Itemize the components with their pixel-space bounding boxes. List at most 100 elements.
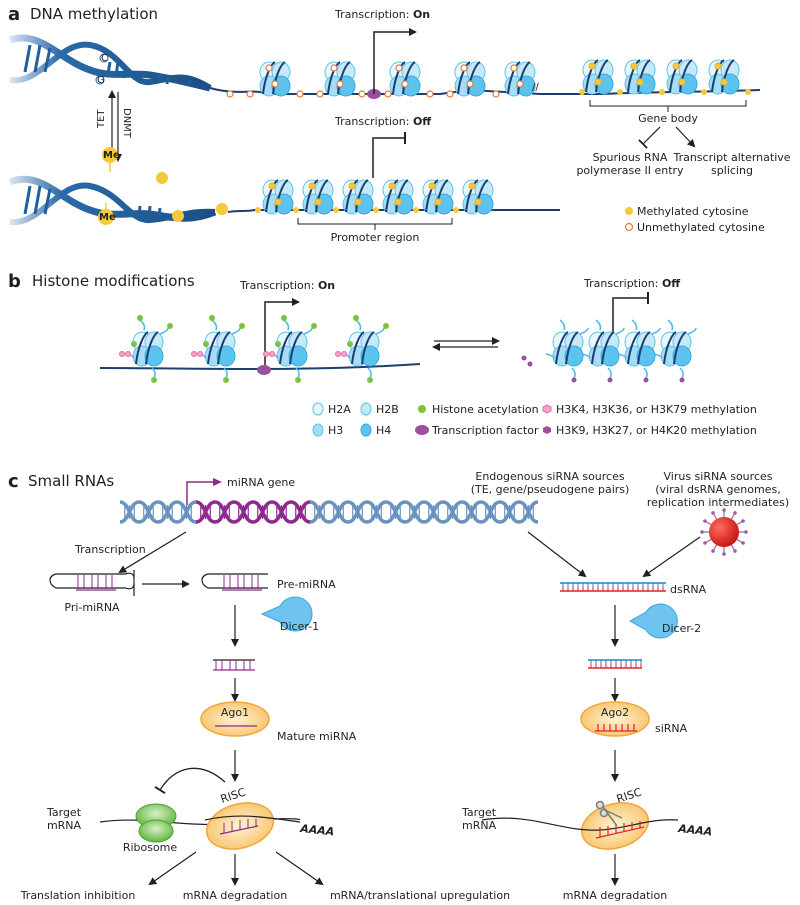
methylated-cytosine	[373, 207, 379, 213]
dna-helix-unmethylated: C G	[10, 38, 210, 88]
pri-mirna-hairpin	[50, 570, 134, 596]
virus-spike-tip	[741, 519, 745, 523]
unmethylated-cytosine	[511, 65, 517, 71]
methylated-cytosine	[715, 63, 721, 69]
virus-spike	[714, 514, 717, 519]
histone-tail	[212, 320, 217, 330]
svg-text:G: G	[97, 75, 105, 86]
acetylation-mark	[281, 315, 287, 321]
histone-tail	[356, 320, 361, 330]
ribosome-inhibit-arrow	[160, 768, 225, 790]
transcription-factor-icon	[415, 425, 429, 435]
gene-body-label: Gene body	[638, 112, 698, 125]
virus-icon	[700, 508, 748, 556]
unmethylated-cytosine	[317, 91, 323, 97]
panel-title: DNA methylation	[30, 5, 158, 23]
methylated-cytosine	[315, 199, 321, 205]
unmethylated-cytosine	[493, 91, 499, 97]
histone-tail	[616, 328, 624, 334]
virus-spike-tip	[741, 541, 745, 545]
acetylation-mark	[223, 377, 229, 383]
acetylation-mark	[353, 315, 359, 321]
outcome-upregulation: mRNA/translational upregulation	[330, 889, 510, 902]
panel-title: Histone modifications	[32, 272, 195, 290]
virus-spike-tip	[711, 511, 715, 515]
panel-b: b Histone modifications Transcription: O…	[8, 271, 757, 437]
dnmt-label: DNMT	[121, 108, 132, 139]
ago2-label: Ago2	[601, 706, 629, 719]
dicer1-label: Dicer-1	[280, 620, 319, 633]
methylated-cytosine	[349, 183, 355, 189]
transcription-label: Transcription	[74, 543, 146, 556]
transcription-off-arrow	[613, 298, 648, 332]
panel-a: a DNA methylation C G TET DNMT // Transc…	[8, 4, 791, 244]
transcription-off-label: Transcription: Off	[583, 277, 680, 290]
methylated-cytosine	[413, 207, 419, 213]
unmethylated-cytosine	[427, 91, 433, 97]
virus-spike	[737, 522, 742, 525]
promote-arrow	[676, 127, 694, 146]
repressive-methylation-mark	[644, 378, 649, 383]
acetylation-icon	[418, 405, 426, 413]
transcription-off-label: Transcription: Off	[334, 115, 431, 128]
virus-spike-tip	[722, 552, 726, 556]
nucleosome	[383, 180, 413, 214]
repressive-methylation-mark	[680, 378, 685, 383]
h2a-icon	[313, 403, 323, 415]
methylated-cytosine	[333, 207, 339, 213]
methylated-cytosine	[355, 199, 361, 205]
methylated-cytosine	[309, 183, 315, 189]
nucleosome	[625, 332, 655, 366]
active-methylation-mark	[264, 352, 269, 357]
unmethylated-cytosine	[297, 91, 303, 97]
h3-icon	[313, 424, 323, 436]
methylated-cytosine	[659, 89, 665, 95]
methylated-cytosine	[637, 79, 643, 85]
nucleosome	[390, 62, 420, 96]
unmethylated-cytosine	[337, 81, 343, 87]
nucleosome	[505, 62, 535, 96]
svg-text:H3K9, H3K27, or H4K20 methylat: H3K9, H3K27, or H4K20 methylation	[556, 424, 757, 437]
virus-sources-label: Virus siRNA sources(viral dsRNA genomes,…	[647, 470, 789, 509]
histone-tail	[368, 368, 371, 378]
virus-spike-tip	[700, 530, 704, 534]
unmethylated-cytosine	[447, 91, 453, 97]
acetylation-mark	[151, 377, 157, 383]
histone-tail	[688, 328, 696, 334]
nucleosome	[423, 180, 453, 214]
legend-unmethylated: Unmethylated cytosine	[637, 221, 765, 234]
repressive-methylation-icon	[543, 426, 551, 434]
methylated-cytosine	[475, 199, 481, 205]
unmethylated-cytosine	[272, 81, 278, 87]
panel-title: Small RNAs	[28, 472, 114, 490]
svg-text:H2A: H2A	[328, 403, 351, 416]
methylated-cytosine	[721, 79, 727, 85]
acetylation-mark	[275, 341, 281, 347]
active-methylation-mark	[126, 352, 131, 357]
histone-tail	[376, 328, 384, 334]
virus-arrow	[644, 537, 700, 576]
repressive-methylation-mark	[572, 378, 577, 383]
unmethylated-legend-icon	[626, 224, 633, 231]
mirna-duplex	[213, 660, 255, 670]
nucleosome	[205, 332, 235, 366]
methylated-cytosine	[269, 183, 275, 189]
histone-tail	[160, 328, 168, 334]
acetylation-mark	[131, 341, 137, 347]
repressive-methylation-mark	[528, 362, 533, 367]
nucleosomes-deacetylated	[522, 320, 697, 383]
nucleosome	[260, 62, 290, 96]
unmethylated-cytosine	[266, 65, 272, 71]
nucleosome	[455, 62, 485, 96]
virus-spike-tip	[733, 511, 737, 515]
methylated-cytosine	[595, 79, 601, 85]
transcription-factor	[257, 365, 271, 375]
sirna-duplex	[588, 660, 642, 668]
methylated-cytosine	[435, 199, 441, 205]
mature-mirna-label: Mature miRNA	[277, 730, 357, 743]
nucleosome	[667, 60, 697, 94]
histone-legend: H2A H2B H3 H4 Histone acetylation Transc…	[313, 403, 757, 437]
histone-tail	[572, 368, 575, 378]
repressive-methylation-mark	[608, 378, 613, 383]
